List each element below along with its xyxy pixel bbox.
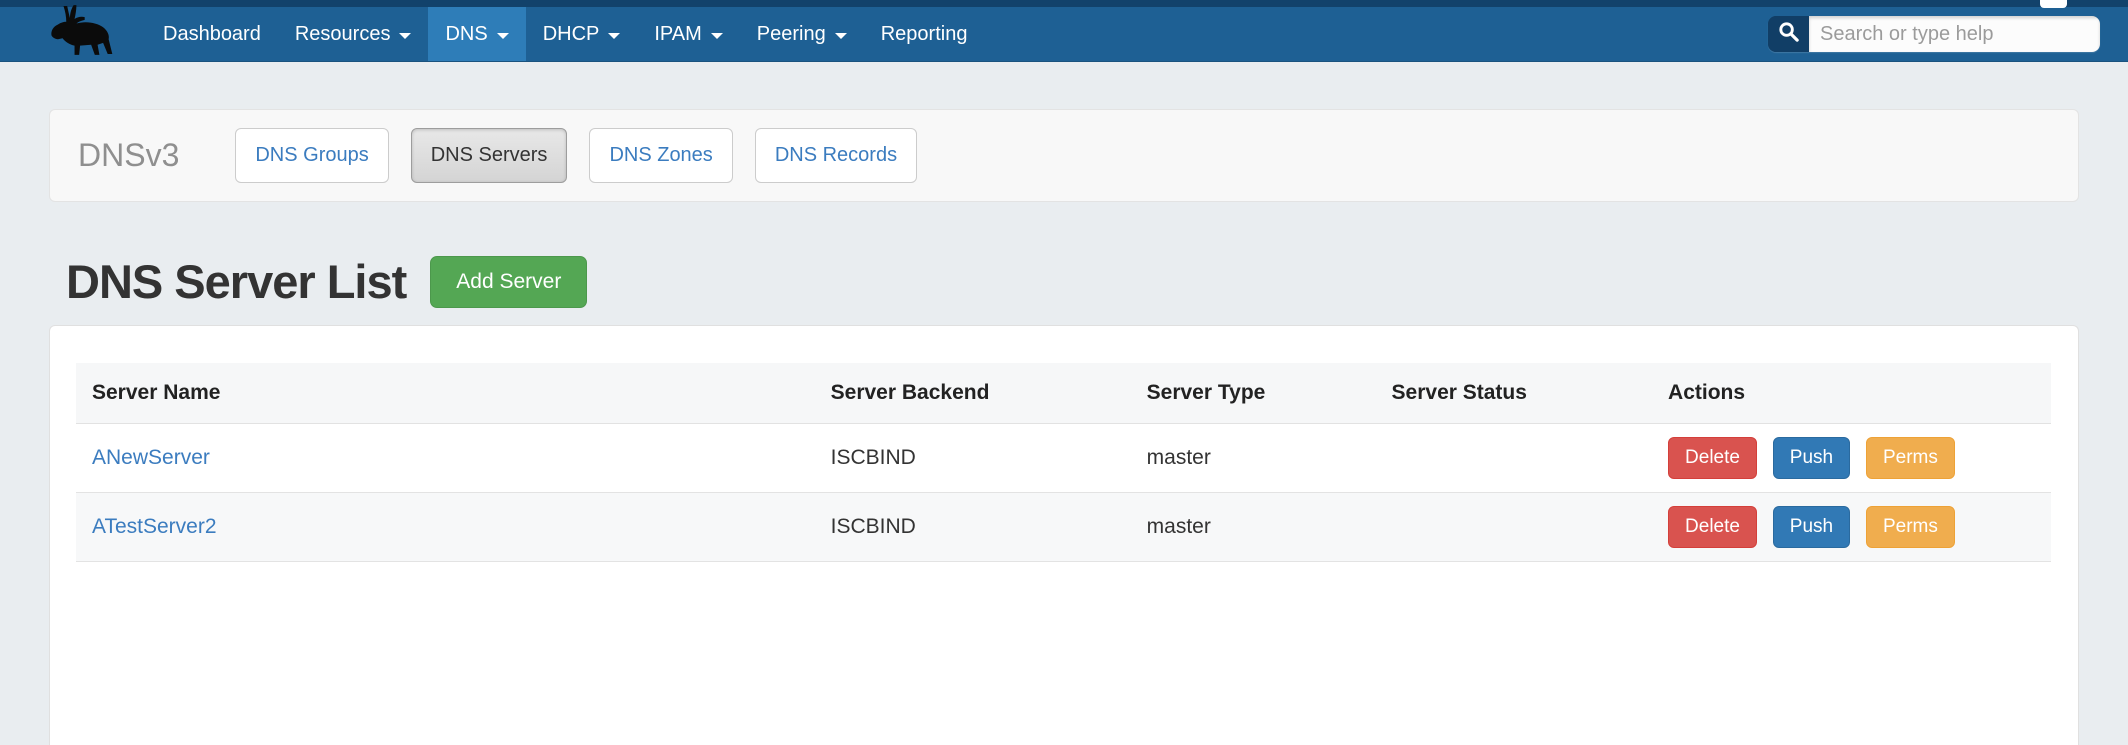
search-icon: [1777, 20, 1800, 48]
delete-button[interactable]: Delete: [1668, 506, 1757, 548]
nav-label: Reporting: [880, 22, 968, 45]
nav-item-peering[interactable]: Peering: [740, 7, 864, 61]
actions-cell: Delete Push Perms: [1652, 423, 2051, 493]
nav-item-ipam[interactable]: IPAM: [637, 7, 739, 61]
page-title: DNS Server List: [66, 255, 407, 308]
tab-dns-servers[interactable]: DNS Servers: [410, 128, 568, 183]
table-header-row: Server Name Server Backend Server Type S…: [76, 363, 2051, 424]
chevron-down-icon: [710, 32, 723, 39]
nav-label: Dashboard: [163, 22, 261, 45]
column-header-actions: Actions: [1652, 363, 2051, 424]
server-name-link[interactable]: ANewServer: [92, 446, 210, 469]
global-search: [1768, 16, 2100, 52]
tab-dns-groups[interactable]: DNS Groups: [235, 128, 389, 183]
top-strip: [0, 0, 2128, 7]
top-edge-notch: [2040, 0, 2067, 8]
search-icon-box: [1768, 16, 1809, 52]
server-status-cell: [1375, 492, 1653, 562]
server-type-cell: master: [1130, 423, 1376, 493]
server-table: Server Name Server Backend Server Type S…: [76, 363, 2051, 562]
perms-button[interactable]: Perms: [1865, 506, 1955, 548]
main-navbar: Dashboard Resources DNS DHCP IPAM Peerin…: [0, 4, 2128, 62]
nav-item-resources[interactable]: Resources: [278, 7, 429, 61]
server-list-card: Server Name Server Backend Server Type S…: [49, 325, 2079, 745]
nav-label: DNS: [445, 22, 488, 45]
actions-cell: Delete Push Perms: [1652, 492, 2051, 562]
server-type-cell: master: [1130, 492, 1376, 562]
server-backend-cell: ISCBIND: [814, 423, 1131, 493]
chevron-down-icon: [608, 32, 621, 39]
chevron-down-icon: [496, 32, 509, 39]
nav-item-dhcp[interactable]: DHCP: [526, 7, 638, 61]
push-button[interactable]: Push: [1772, 437, 1851, 479]
tab-dns-zones[interactable]: DNS Zones: [589, 128, 733, 183]
dnsv3-label: DNSv3: [78, 137, 180, 173]
nav-item-dns[interactable]: DNS: [428, 7, 526, 61]
column-header-server-type: Server Type: [1130, 363, 1376, 424]
column-header-server-name: Server Name: [76, 363, 815, 424]
nav-label: IPAM: [654, 22, 702, 45]
tab-dns-records[interactable]: DNS Records: [754, 128, 918, 183]
table-row: ANewServer ISCBIND master Delete Push Pe…: [76, 423, 2051, 493]
add-server-button[interactable]: Add Server: [430, 255, 588, 308]
nav-item-reporting[interactable]: Reporting: [864, 7, 985, 61]
dnsv3-panel: DNSv3 DNS Groups DNS Servers DNS Zones D…: [49, 109, 2079, 202]
server-status-cell: [1375, 423, 1653, 493]
chevron-down-icon: [834, 32, 847, 39]
nav-label: DHCP: [542, 22, 600, 45]
perms-button[interactable]: Perms: [1865, 437, 1955, 479]
search-input[interactable]: [1809, 16, 2100, 52]
server-backend-cell: ISCBIND: [814, 492, 1131, 562]
column-header-server-backend: Server Backend: [814, 363, 1131, 424]
table-row: ATestServer2 ISCBIND master Delete Push …: [76, 492, 2051, 562]
nav-item-dashboard[interactable]: Dashboard: [146, 7, 278, 61]
moose-logo-icon: [46, 4, 116, 61]
nav-label: Resources: [294, 22, 391, 45]
server-name-link[interactable]: ATestServer2: [92, 515, 217, 538]
push-button[interactable]: Push: [1772, 506, 1851, 548]
nav-label: Peering: [756, 22, 826, 45]
page-header: DNS Server List Add Server: [66, 254, 2079, 309]
app-logo[interactable]: [44, 4, 118, 61]
chevron-down-icon: [399, 32, 412, 39]
column-header-server-status: Server Status: [1375, 363, 1653, 424]
delete-button[interactable]: Delete: [1668, 437, 1757, 479]
